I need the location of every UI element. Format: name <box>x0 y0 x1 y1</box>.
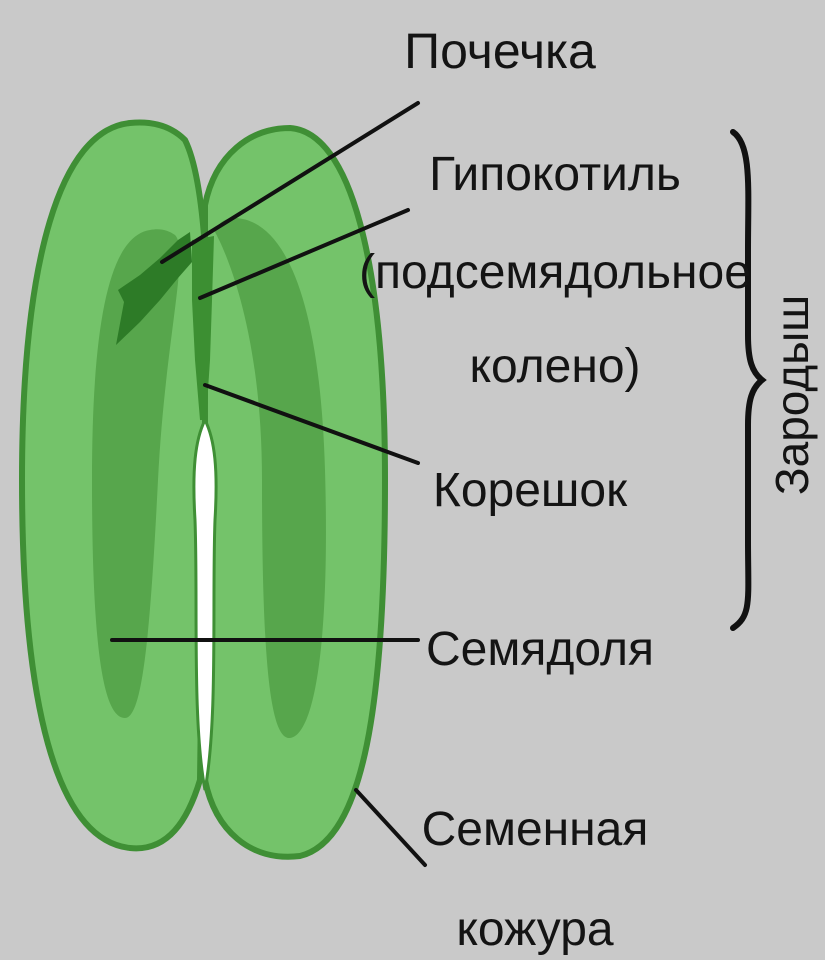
label-radicle: Корешок <box>433 464 628 517</box>
embryo-brace <box>733 132 762 628</box>
label-hypocotyl-line1: Гипокотиль <box>429 148 681 201</box>
label-seed-coat-line2: кожура <box>456 903 614 956</box>
label-embryo: Зародыш <box>766 295 818 495</box>
seed-gap <box>194 420 216 790</box>
leader-seed-coat <box>356 790 425 865</box>
label-plumule: Почечка <box>404 23 596 79</box>
label-cotyledon: Семядоля <box>426 623 654 676</box>
label-hypocotyl-line3: колено) <box>469 340 640 393</box>
label-hypocotyl-line2: (подсемядольное <box>359 246 751 299</box>
label-seed-coat-line1: Семенная <box>422 803 649 856</box>
